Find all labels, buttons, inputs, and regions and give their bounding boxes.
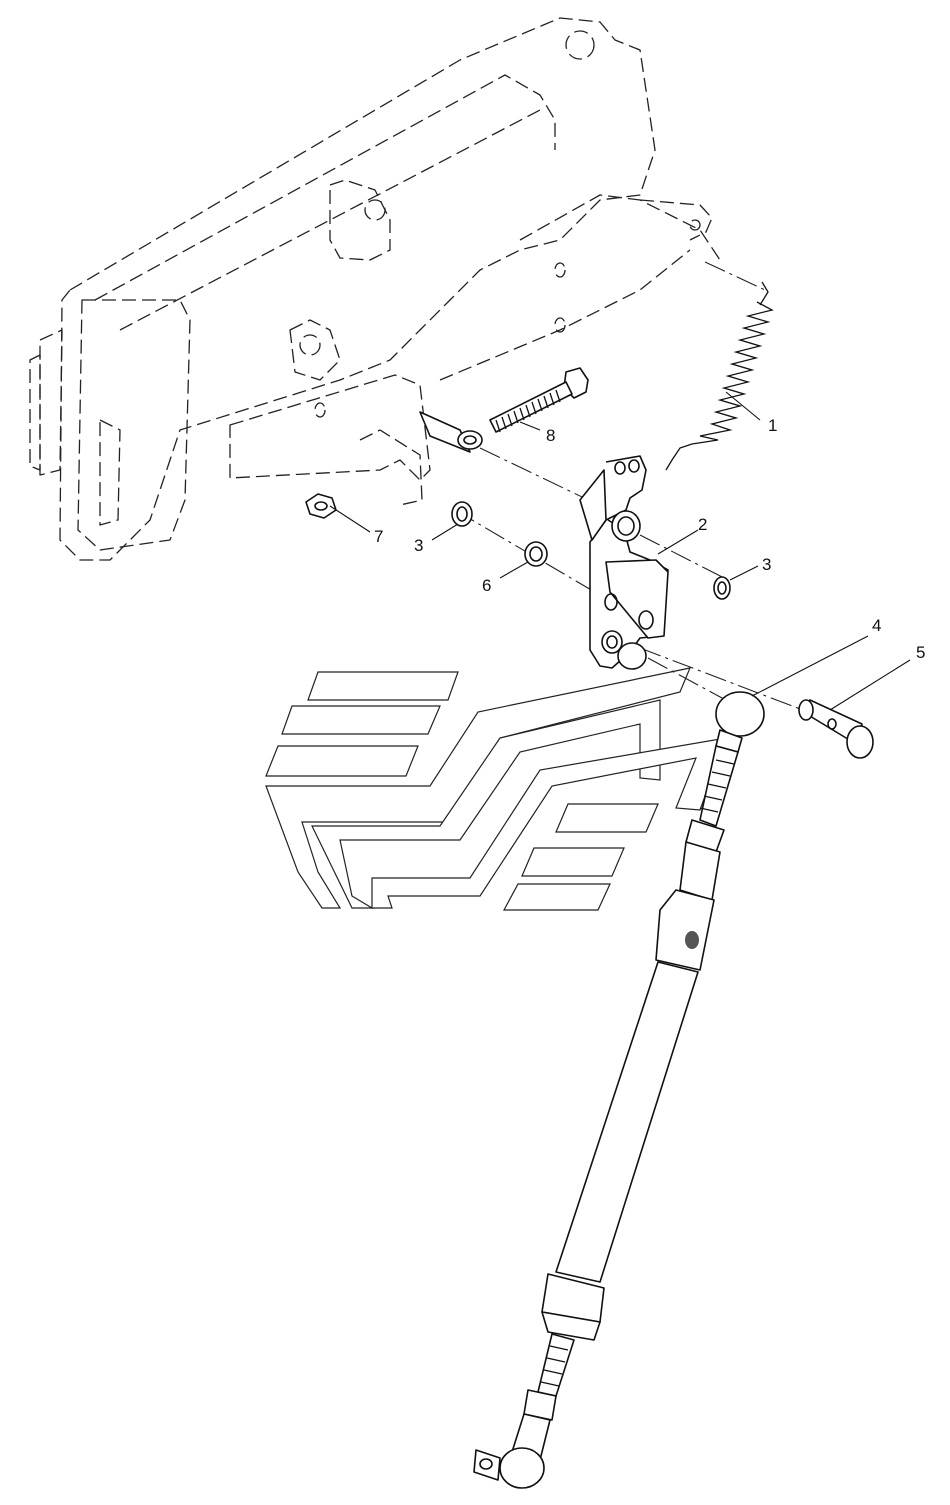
nut: [305, 493, 337, 519]
callout-1: 1: [768, 416, 777, 435]
callout-2: 2: [698, 515, 707, 534]
bolt: [489, 367, 589, 433]
callout-3-right: 3: [762, 555, 771, 574]
callout-5: 5: [916, 643, 925, 662]
watermark-logo: [265, 667, 727, 911]
washer: [524, 541, 548, 567]
circlip-left: [451, 501, 473, 527]
callout-7: 7: [374, 527, 383, 546]
pivot-pin: [419, 411, 483, 453]
frame-beam: [29, 17, 721, 561]
clevis-pin: [798, 699, 874, 759]
callout-6: 6: [482, 576, 491, 595]
callout-8: 8: [546, 426, 555, 445]
ball-joint-rod: [473, 691, 765, 1489]
leader-lines: [329, 391, 911, 711]
bracket: [579, 455, 669, 670]
callout-4: 4: [872, 616, 881, 635]
callout-3-left: 3: [414, 536, 423, 555]
spring: [665, 281, 774, 471]
callout-labels: 1 2 3 3 4 5 6 7 8: [374, 416, 925, 662]
circlip-right: [713, 576, 731, 600]
